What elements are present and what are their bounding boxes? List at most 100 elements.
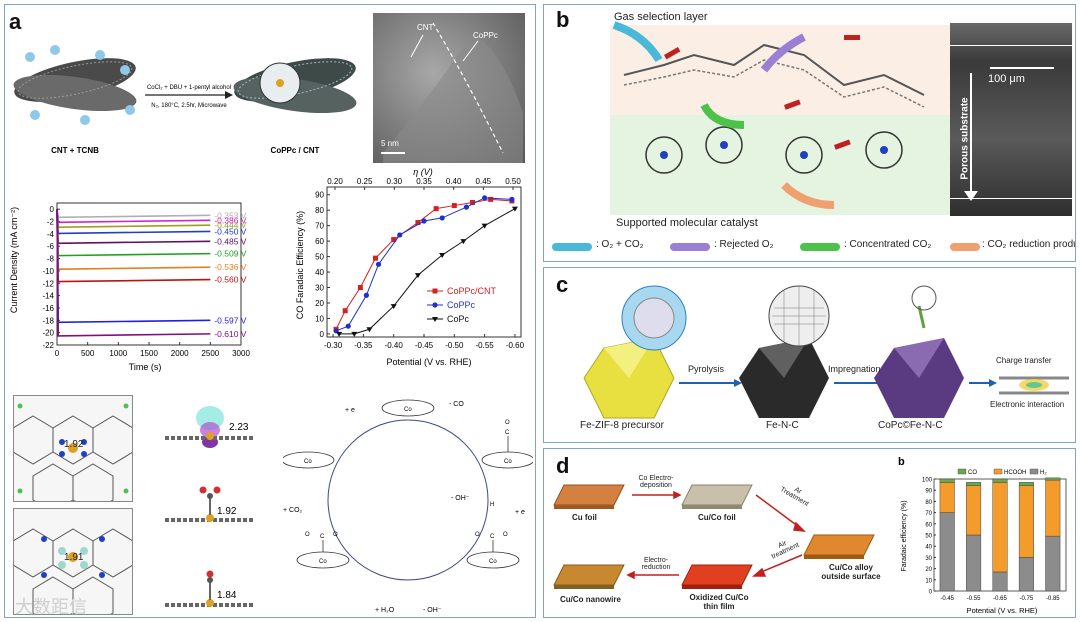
side-distance-1: 2.23 xyxy=(229,422,249,433)
oxidized-label: Oxidized Cu/Co thin film xyxy=(689,593,749,611)
bar-segment xyxy=(966,485,982,536)
fe-point xyxy=(357,285,363,291)
bar-xtick-label: -0.45 xyxy=(940,596,954,602)
svg-text:O: O xyxy=(475,532,480,538)
dft-side-views: 2.23 1.92 1.84 xyxy=(165,406,255,607)
cycle-step-e2: + e xyxy=(515,509,525,516)
bar-xtick-label: -0.75 xyxy=(1020,596,1034,602)
panel-b-molecules xyxy=(623,35,925,174)
bar-legend-text: HCOOH xyxy=(1004,470,1026,476)
svg-text:Co: Co xyxy=(404,407,412,413)
charge-arrow xyxy=(969,379,997,387)
conditions-line1: CoCl₂ + DBU + 1-pentyl alcohol xyxy=(147,85,231,91)
fe-chart-frame xyxy=(326,186,522,338)
svg-text:O: O xyxy=(503,532,508,538)
bar-ytick-label: 40 xyxy=(925,545,932,551)
current-ytick-label: -10 xyxy=(42,267,54,276)
bar-ytick-label: 10 xyxy=(925,578,932,584)
dft-structure-top: 1.92 xyxy=(12,395,134,513)
zif8-cube xyxy=(583,285,687,419)
fe-top-tick-label: 0.50 xyxy=(505,177,521,186)
conditions-line2: N₂, 180°C, 2.5hr, Microwave xyxy=(151,103,227,109)
bar-ytick-label: 20 xyxy=(925,567,932,573)
bar-ytick-label: 100 xyxy=(922,478,933,484)
current-ytick-label: -2 xyxy=(47,218,55,227)
cycle-node-top: Co xyxy=(381,399,435,417)
fe-legend-text: CoPPc/CNT xyxy=(447,286,497,296)
bar-ytick-label: 30 xyxy=(925,556,932,562)
fe-point xyxy=(363,292,370,298)
fe-top-tick-label: 0.35 xyxy=(416,177,432,186)
fe-point xyxy=(415,220,421,226)
bar-ytick-label: 60 xyxy=(925,522,932,528)
tem-label-coppc: CoPPc xyxy=(473,31,498,40)
current-chart-ylabel: Current Density (mA cm⁻²) xyxy=(9,207,19,313)
sem-scale-bar xyxy=(990,67,1054,69)
fe-ytick-label: 90 xyxy=(315,191,324,200)
fe-point xyxy=(342,308,348,314)
porous-arrowhead xyxy=(964,191,978,201)
fe-ytick-label: 10 xyxy=(315,314,324,323)
synthesis-scheme: CoCl₂ + DBU + 1-pentyl alcohol N₂, 180°C… xyxy=(13,45,357,155)
current-series-label: -0.353 V xyxy=(214,210,246,220)
side-distance-3: 1.84 xyxy=(217,590,237,601)
porous-arrow xyxy=(970,73,972,193)
fe-xtick-label: -0.35 xyxy=(354,341,373,350)
bar-xtick-label: -0.85 xyxy=(1046,596,1060,602)
coppc-cube xyxy=(874,285,964,418)
fe-point xyxy=(509,196,515,202)
bar-chart-xlabel: Potential (V vs. RHE) xyxy=(967,606,1038,615)
current-series-line xyxy=(56,209,211,337)
sem-bottom-line xyxy=(950,198,1072,199)
svg-text:Co: Co xyxy=(504,459,512,465)
cycle-node-bottom-right: Co C O O H xyxy=(466,502,520,569)
cycle-step-co2: + CO₂ xyxy=(283,507,303,514)
bar-segment xyxy=(1045,477,1061,481)
legend-text-2: : Rejected O₂ xyxy=(714,239,774,250)
faradaic-bar-chart: b Faradaic efficiency (%) Potential (V v… xyxy=(898,456,1067,615)
cycle-step-oh1: - OH⁻ xyxy=(423,607,442,614)
bar-segment xyxy=(939,478,955,483)
fe-xtick-label: -0.55 xyxy=(476,341,495,350)
fe-point xyxy=(366,327,373,333)
fe-point xyxy=(433,206,439,212)
bar-legend-swatch xyxy=(957,468,967,475)
fe-top-tick-label: 0.45 xyxy=(476,177,492,186)
flow-arrows xyxy=(626,490,807,580)
bar-ytick-label: 80 xyxy=(925,500,932,506)
fe-chart-top-label: η (V) xyxy=(413,167,433,177)
svg-text:C: C xyxy=(490,534,495,540)
cuco-foil-plate xyxy=(681,484,753,509)
current-ytick-label: 0 xyxy=(50,205,55,214)
fe-legend-text: CoPPc xyxy=(447,300,476,310)
current-series-label: -0.386 V xyxy=(214,215,246,225)
fe-point xyxy=(439,253,446,259)
current-ytick-label: -20 xyxy=(42,329,54,338)
fe-xtick-label: -0.60 xyxy=(506,341,525,350)
panel-a-label: a xyxy=(9,9,22,34)
sem-scale-label: 100 μm xyxy=(988,73,1025,85)
svg-text:C: C xyxy=(505,430,510,436)
bar-ytick-label: 50 xyxy=(925,534,932,540)
current-ytick-label: -12 xyxy=(42,279,54,288)
fe-xtick-label: -0.45 xyxy=(415,341,434,350)
porous-substrate-label: Porous substrate xyxy=(959,97,971,180)
bar-segment xyxy=(992,482,1008,573)
current-xtick-label: 500 xyxy=(81,349,95,358)
panel-b-legend: : O₂ + CO₂ : Rejected O₂ : Concentrated … xyxy=(548,237,1075,257)
current-xtick-label: 3000 xyxy=(232,349,250,358)
charge-diagram xyxy=(999,376,1069,395)
tem-scale-label: 5 nm xyxy=(381,139,399,148)
svg-text:O: O xyxy=(305,532,310,538)
fe-point xyxy=(421,218,427,224)
panel-c-label: c xyxy=(556,272,569,297)
fe-ytick-label: 70 xyxy=(315,222,324,231)
fe-chart-ylabel: CO Faradaic Efficiency (%) xyxy=(295,211,305,319)
pyrolysis-arrow xyxy=(679,379,742,387)
bar-legend-swatch xyxy=(1029,468,1039,475)
coppc-label: CoPc©Fe-N-C xyxy=(878,420,943,431)
side-view-1 xyxy=(165,406,255,448)
bar-segment xyxy=(1018,485,1034,558)
current-ytick-label: -8 xyxy=(47,255,55,264)
